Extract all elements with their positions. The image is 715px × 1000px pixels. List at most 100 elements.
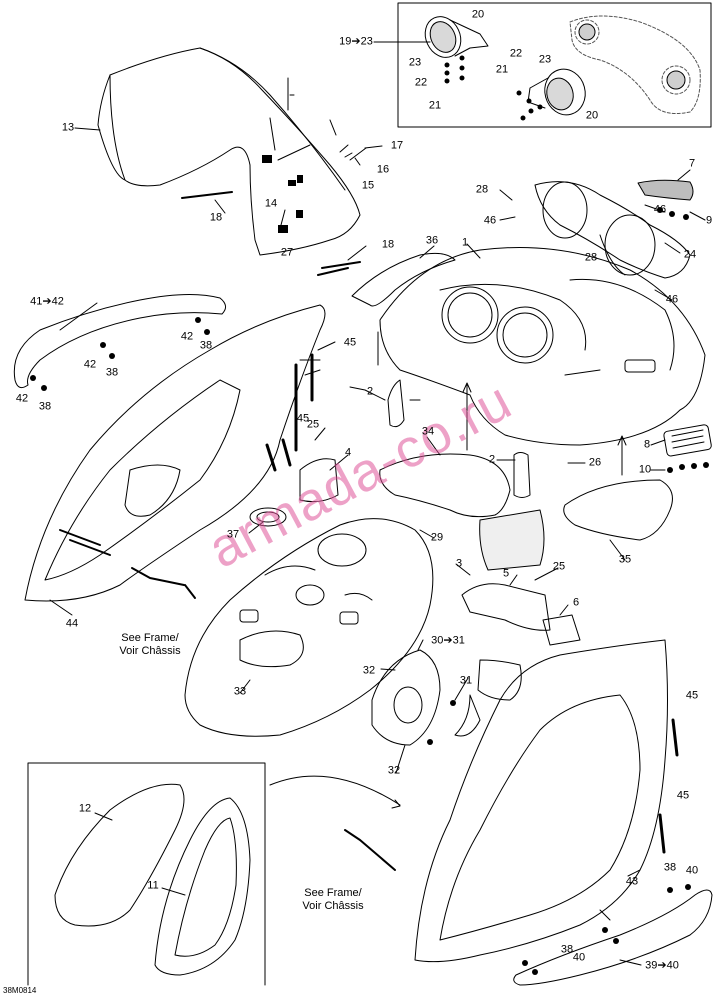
assembly-arrows bbox=[377, 331, 627, 476]
mirror-assembly-right bbox=[527, 68, 586, 116]
callout-26: 26 bbox=[588, 456, 602, 469]
leader-lines bbox=[49, 41, 706, 966]
see-frame-note-upper: See Frame/Voir Châssis bbox=[119, 631, 181, 657]
windshield-hardware bbox=[262, 155, 303, 233]
callout-45: 45 bbox=[685, 689, 699, 702]
callout-38: 38 bbox=[663, 861, 677, 874]
callout-3: 3 bbox=[455, 557, 463, 570]
panel-11 bbox=[154, 797, 251, 976]
bracket-6 bbox=[542, 614, 581, 646]
callout-30-31: 30➔31 bbox=[431, 634, 465, 647]
callout-6: 6 bbox=[572, 596, 580, 609]
clip-2-right bbox=[513, 452, 531, 498]
side-rail-upper bbox=[13, 293, 226, 389]
mirror-assembly-left bbox=[424, 16, 489, 58]
callout-18: 18 bbox=[381, 238, 395, 251]
callout-27: 27 bbox=[280, 246, 294, 259]
callout-18: 18 bbox=[209, 211, 223, 224]
callout-23: 23 bbox=[408, 56, 422, 69]
callout-25: 25 bbox=[306, 418, 320, 431]
callout-31: 31 bbox=[459, 674, 473, 687]
diagram-code: 38M0814 bbox=[3, 986, 37, 995]
callout-11: 11 bbox=[147, 879, 159, 892]
callout-15: 15 bbox=[361, 179, 375, 192]
callout-13: 13 bbox=[61, 121, 75, 134]
grommet-37 bbox=[249, 507, 287, 527]
callout-20: 20 bbox=[585, 109, 599, 122]
callout-5: 5 bbox=[502, 567, 510, 580]
callout-34: 34 bbox=[421, 425, 435, 438]
screw-16-17 bbox=[344, 147, 367, 161]
callout-12: 12 bbox=[78, 802, 92, 815]
callout-44: 44 bbox=[65, 617, 79, 630]
mirror-inset-box bbox=[397, 2, 712, 128]
callout-38: 38 bbox=[560, 943, 574, 956]
side-rail-lower bbox=[513, 889, 713, 986]
callout-33: 33 bbox=[233, 685, 247, 698]
clip-2-left bbox=[387, 379, 405, 428]
callout-28: 28 bbox=[584, 251, 598, 264]
callout-43: 43 bbox=[625, 875, 639, 888]
relation-arrow bbox=[269, 775, 401, 806]
callout-38: 38 bbox=[38, 400, 52, 413]
mirror-ghost-outline bbox=[569, 15, 701, 114]
callout-41-42: 41➔42 bbox=[30, 295, 64, 308]
callout-1: 1 bbox=[461, 236, 469, 249]
see-frame-note-lower: See Frame/Voir Châssis bbox=[302, 886, 364, 912]
trim-36 bbox=[351, 252, 456, 307]
callout-46: 46 bbox=[653, 203, 667, 216]
trim-45 bbox=[265, 353, 314, 472]
callout-10: 10 bbox=[638, 463, 652, 476]
left-side-panel bbox=[24, 304, 326, 602]
callout-38: 38 bbox=[105, 366, 119, 379]
callout-46: 46 bbox=[483, 214, 497, 227]
callout-35: 35 bbox=[618, 553, 632, 566]
callout-32: 32 bbox=[387, 764, 401, 777]
gauge-support-panel bbox=[379, 247, 706, 446]
callout-45: 45 bbox=[343, 336, 357, 349]
callout-22: 22 bbox=[509, 47, 523, 60]
callout-28: 28 bbox=[475, 183, 489, 196]
windshield bbox=[97, 47, 361, 256]
frame-pin-lower bbox=[344, 829, 396, 871]
callout-36: 36 bbox=[425, 234, 439, 247]
callout-16: 16 bbox=[376, 163, 390, 176]
callout-17: 17 bbox=[390, 139, 404, 152]
cover-7 bbox=[637, 179, 694, 201]
callout-40: 40 bbox=[572, 951, 586, 964]
callout-42: 42 bbox=[15, 392, 29, 405]
bracket-4 bbox=[299, 458, 339, 503]
callout-39-40: 39➔40 bbox=[645, 959, 679, 972]
callout-19-23: 19➔23 bbox=[339, 35, 373, 48]
callout-9: 9 bbox=[705, 214, 713, 227]
callout-14: 14 bbox=[264, 197, 278, 210]
callout-20: 20 bbox=[471, 8, 485, 21]
bracket-5 bbox=[461, 583, 551, 631]
callout-42: 42 bbox=[180, 330, 194, 343]
lower-inset-box bbox=[27, 762, 266, 986]
callout-37: 37 bbox=[226, 528, 240, 541]
callout-2: 2 bbox=[366, 385, 374, 398]
callout-45: 45 bbox=[676, 789, 690, 802]
speaker-assembly bbox=[371, 649, 456, 746]
callout-4: 4 bbox=[344, 446, 352, 459]
callout-24: 24 bbox=[683, 248, 697, 261]
lower-rail-fasteners bbox=[522, 884, 691, 975]
callout-29: 29 bbox=[430, 531, 444, 544]
right-side-panel bbox=[414, 639, 668, 963]
callout-21: 21 bbox=[495, 63, 509, 76]
callout-25: 25 bbox=[552, 560, 566, 573]
storage-bin-34 bbox=[379, 453, 545, 571]
vent-8 bbox=[663, 424, 712, 457]
console-33 bbox=[184, 518, 434, 737]
callout-21: 21 bbox=[428, 99, 442, 112]
inset-fasteners bbox=[444, 55, 543, 121]
callout-8: 8 bbox=[643, 438, 651, 451]
callout-40: 40 bbox=[685, 864, 699, 877]
frame-pin-upper bbox=[131, 567, 196, 599]
cover-35 bbox=[563, 479, 673, 541]
panel-12 bbox=[54, 783, 185, 927]
trim-strips-18 bbox=[181, 191, 361, 276]
